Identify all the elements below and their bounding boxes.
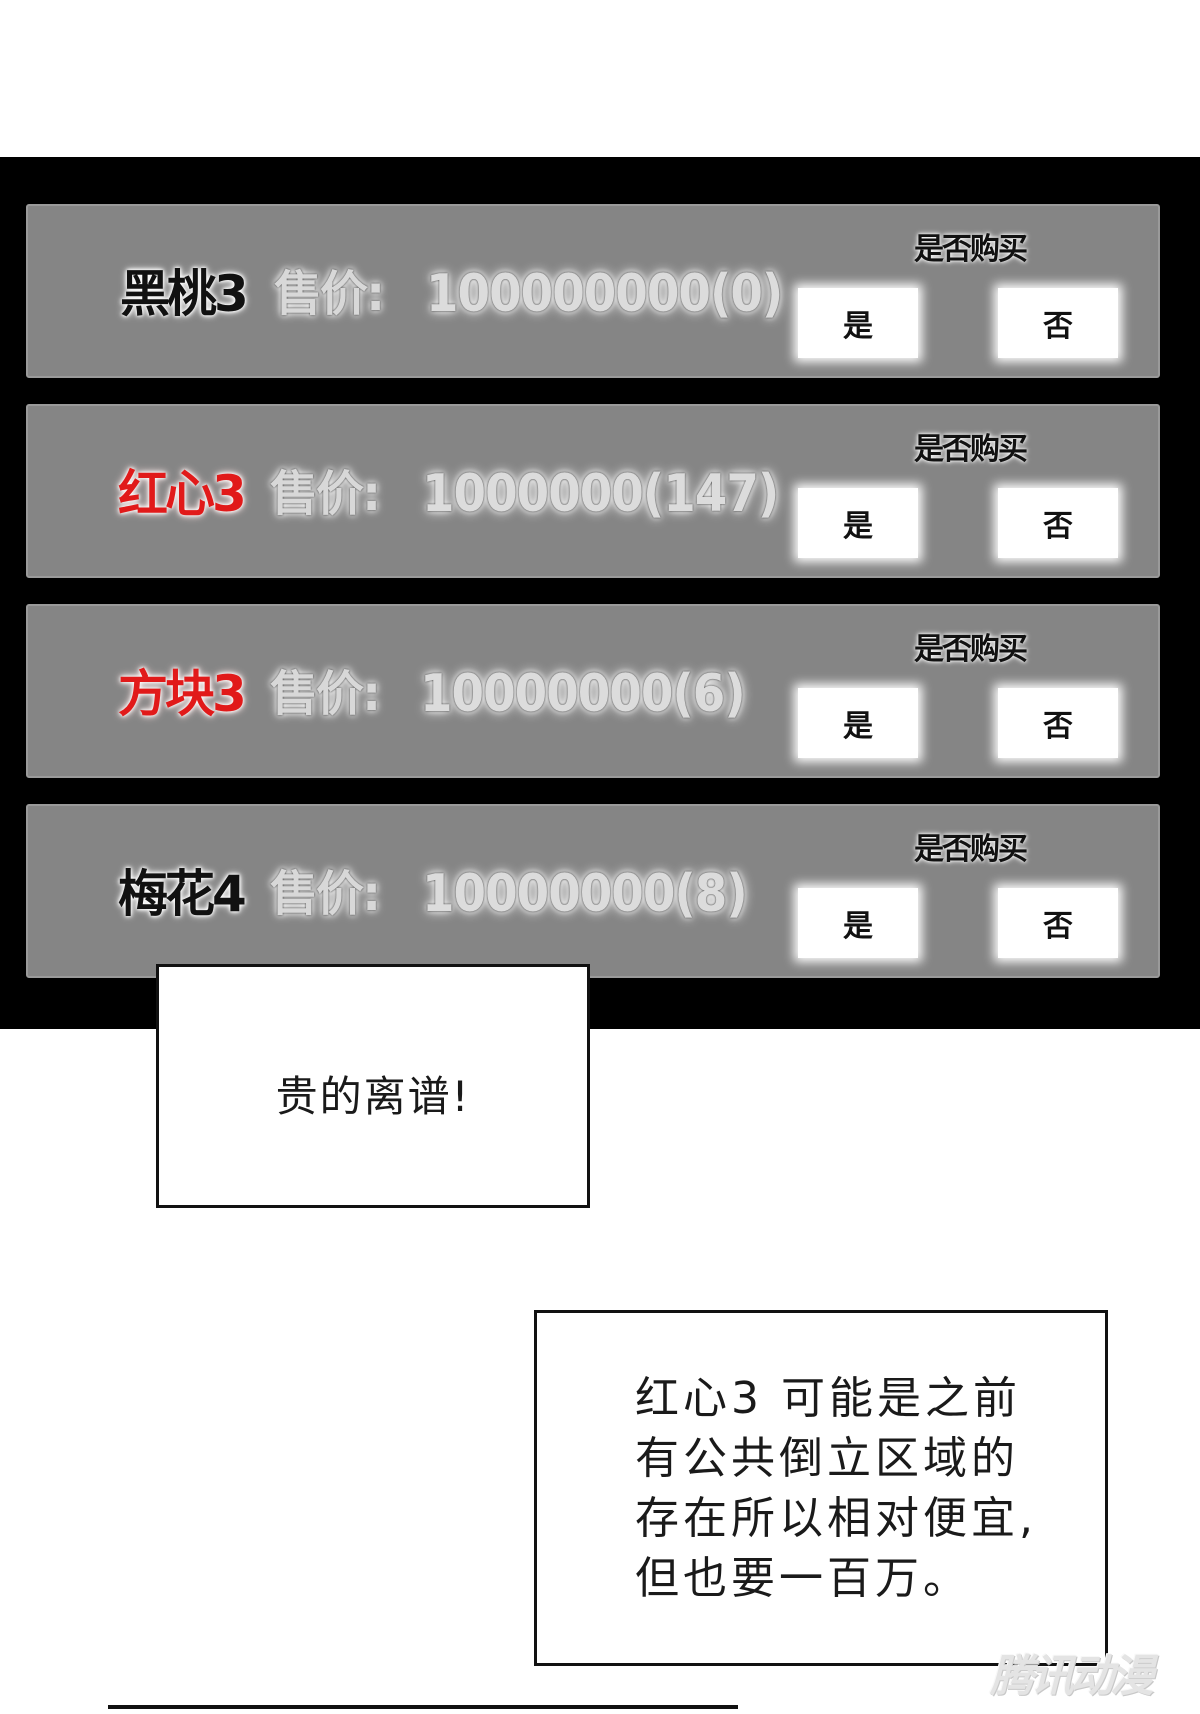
shop-row-heart-3: 红心3 售价: 1000000(147) 是否购买 是 否 (26, 404, 1160, 578)
shop-panel: 黑桃3 售价: 100000000(0) 是否购买 是 否 红心3 售价: 10… (0, 157, 1200, 1029)
card-name: 方块3 (118, 665, 247, 723)
no-button[interactable]: 否 (998, 488, 1118, 558)
narration-text: 红心3 可能是之前 有公共倒立区域的 存在所以相对便宜, 但也要一百万。 (635, 1373, 1037, 1604)
narration-box: 红心3 可能是之前 有公共倒立区域的 存在所以相对便宜, 但也要一百万。 (534, 1310, 1108, 1666)
price-value: 1000000(147) (422, 464, 779, 524)
yes-button[interactable]: 是 (798, 888, 918, 958)
speech-text: 贵的离谱! (275, 1072, 471, 1121)
shop-row-club-4: 梅花4 售价: 10000000(8) 是否购买 是 否 (26, 804, 1160, 978)
price-value: 10000000(8) (422, 864, 748, 924)
no-button[interactable]: 否 (998, 888, 1118, 958)
no-button[interactable]: 否 (998, 688, 1118, 758)
purchase-question: 是否购买 (914, 832, 1028, 867)
no-button[interactable]: 否 (998, 288, 1118, 358)
shop-row-spade-3: 黑桃3 售价: 100000000(0) 是否购买 是 否 (26, 204, 1160, 378)
price-label: 售价: (270, 466, 381, 522)
price-value: 100000000(0) (426, 264, 783, 324)
speech-box-expensive: 贵的离谱! (156, 964, 590, 1208)
card-name: 梅花4 (118, 865, 247, 923)
panel-border-line (108, 1705, 738, 1709)
price-label: 售价: (274, 266, 385, 322)
yes-button[interactable]: 是 (798, 488, 918, 558)
price-value: 10000000(6) (420, 664, 746, 724)
purchase-question: 是否购买 (914, 432, 1028, 467)
card-name: 红心3 (118, 465, 247, 523)
watermark-logo: 腾讯动漫 (990, 1651, 1154, 1702)
shop-row-diamond-3: 方块3 售价: 10000000(6) 是否购买 是 否 (26, 604, 1160, 778)
yes-button[interactable]: 是 (798, 688, 918, 758)
purchase-question: 是否购买 (914, 632, 1028, 667)
purchase-question: 是否购买 (914, 232, 1028, 267)
card-name: 黑桃3 (120, 265, 249, 323)
price-label: 售价: (270, 666, 381, 722)
price-label: 售价: (270, 866, 381, 922)
yes-button[interactable]: 是 (798, 288, 918, 358)
